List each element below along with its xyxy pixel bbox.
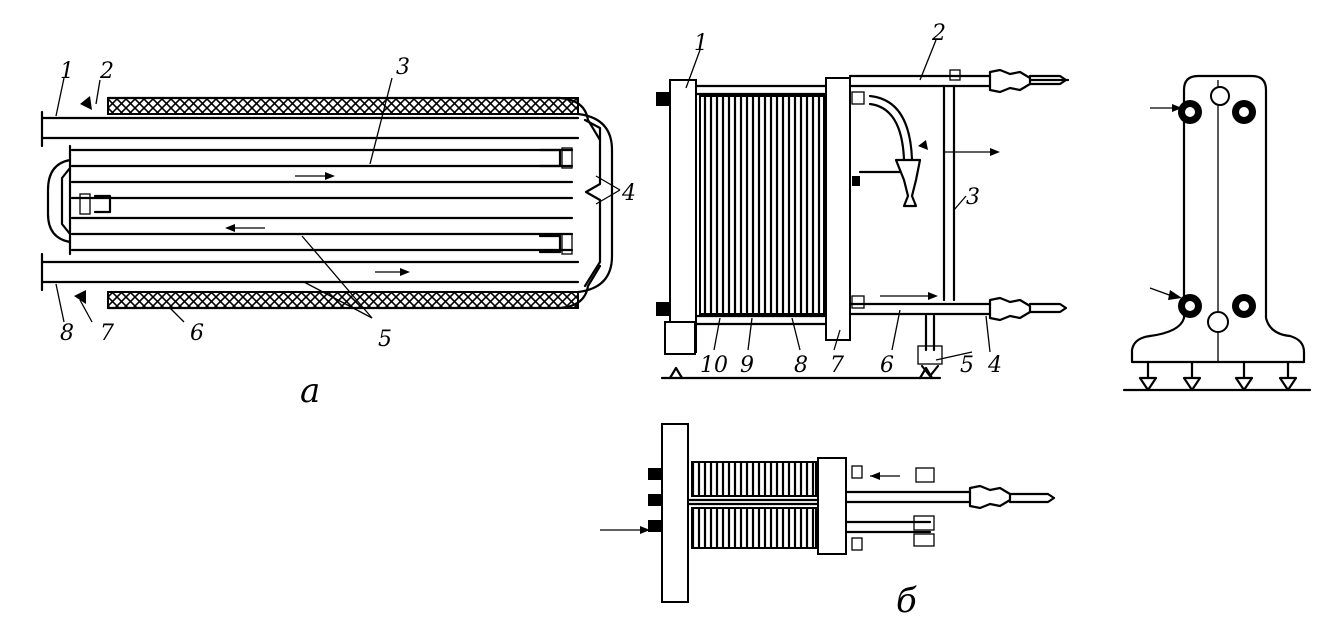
label-a-5: 5 (378, 327, 392, 352)
label-a-1: 1 (60, 59, 74, 84)
label-b-10: 10 (700, 353, 728, 378)
label-b-6: 6 (880, 353, 894, 378)
caption-b: б (896, 581, 917, 621)
insulation-top (107, 97, 579, 115)
pressure-plate (825, 77, 851, 341)
label-b-1: 1 (694, 31, 708, 56)
insulation-bottom (107, 291, 579, 309)
label-b-7: 7 (830, 353, 844, 378)
label-b-4: 4 (987, 353, 1002, 378)
figure-a-tube-exchanger: 1 2 3 4 5 6 7 8 а (40, 55, 636, 411)
fins-upper (691, 461, 817, 497)
label-b-3: 3 (966, 185, 980, 210)
label-a-4: 4 (621, 181, 636, 206)
label-a-8: 8 (60, 321, 74, 346)
flow-arrows-a (225, 172, 410, 276)
leaders-a (55, 77, 621, 323)
label-b-5: 5 (960, 353, 974, 378)
label-b-2: 2 (931, 21, 946, 46)
figure-b-plate-side-view (1122, 74, 1312, 392)
plate-pack (699, 95, 825, 315)
label-a-3: 3 (396, 55, 410, 80)
fins-lower (691, 507, 817, 549)
label-a-6: 6 (190, 321, 204, 346)
caption-a: а (300, 371, 320, 411)
fixed-plate (669, 79, 697, 353)
label-a-2: 2 (99, 59, 114, 84)
figure-b-plate-exchanger-top: б (600, 423, 1056, 621)
figure-b-plate-exchanger-front: 1 2 3 4 5 6 7 8 9 10 (656, 21, 1070, 380)
label-b-9: 9 (740, 353, 754, 378)
label-b-8: 8 (794, 353, 808, 378)
leaders-b (685, 39, 991, 361)
label-a-7: 7 (100, 321, 114, 346)
